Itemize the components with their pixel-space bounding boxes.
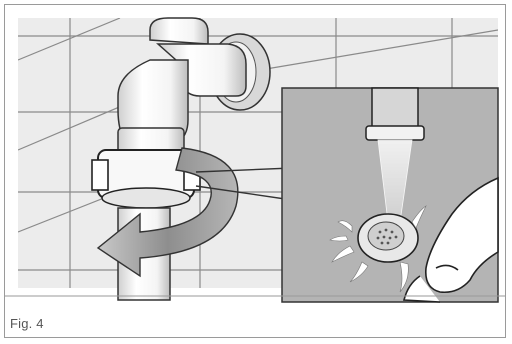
inset-panel — [282, 88, 498, 302]
figure-caption: Fig. 4 — [10, 316, 44, 331]
filter-screen-icon — [358, 214, 418, 262]
